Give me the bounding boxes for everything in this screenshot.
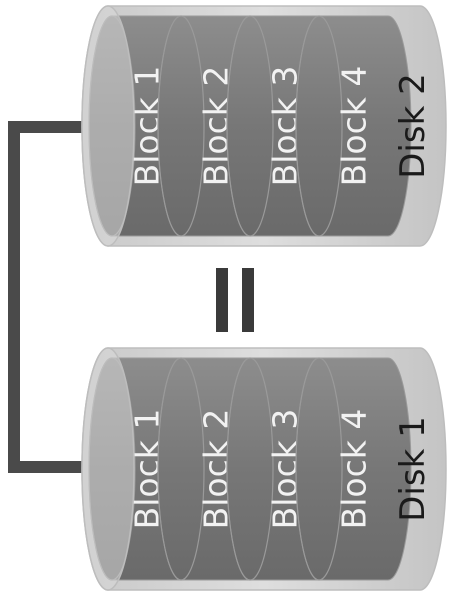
block-label: Block 4 <box>335 409 374 530</box>
disk-block: Block 4 <box>295 15 412 237</box>
block-edge <box>157 15 205 237</box>
equals-sign <box>216 268 254 332</box>
block-label: Block 4 <box>335 66 374 187</box>
disk-end-cap <box>81 5 135 247</box>
disk-end-cap <box>81 347 135 591</box>
block-edge <box>226 357 274 581</box>
disk-label: Disk 1 <box>393 416 433 521</box>
block-edge <box>295 15 343 237</box>
disk-label: Disk 2 <box>393 73 433 178</box>
disk-block: Block 4 <box>295 357 412 581</box>
block-edge <box>295 357 343 581</box>
block-edge <box>157 357 205 581</box>
block-edge <box>226 15 274 237</box>
mirror-connector-line <box>8 121 106 473</box>
